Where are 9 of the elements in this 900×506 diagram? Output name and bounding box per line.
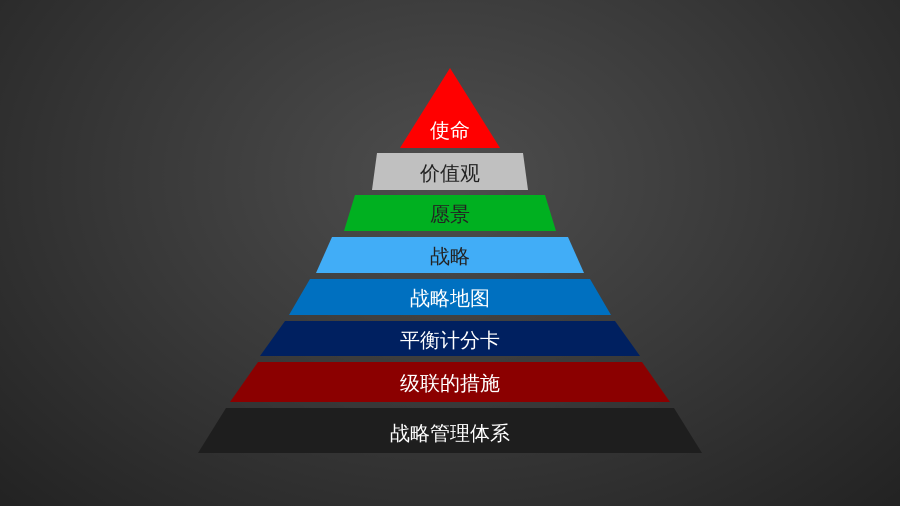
layer-label: 愿景 [430, 202, 470, 226]
layer-label: 使命 [430, 118, 470, 142]
pyramid-layer [372, 153, 528, 190]
layer-label: 价值观 [420, 161, 480, 185]
layer-label: 平衡计分卡 [400, 328, 500, 352]
layer-label: 级联的措施 [400, 371, 500, 395]
layer-label: 战略地图 [410, 286, 490, 310]
layer-label: 战略 [430, 244, 470, 268]
layer-label: 战略管理体系 [390, 421, 510, 445]
